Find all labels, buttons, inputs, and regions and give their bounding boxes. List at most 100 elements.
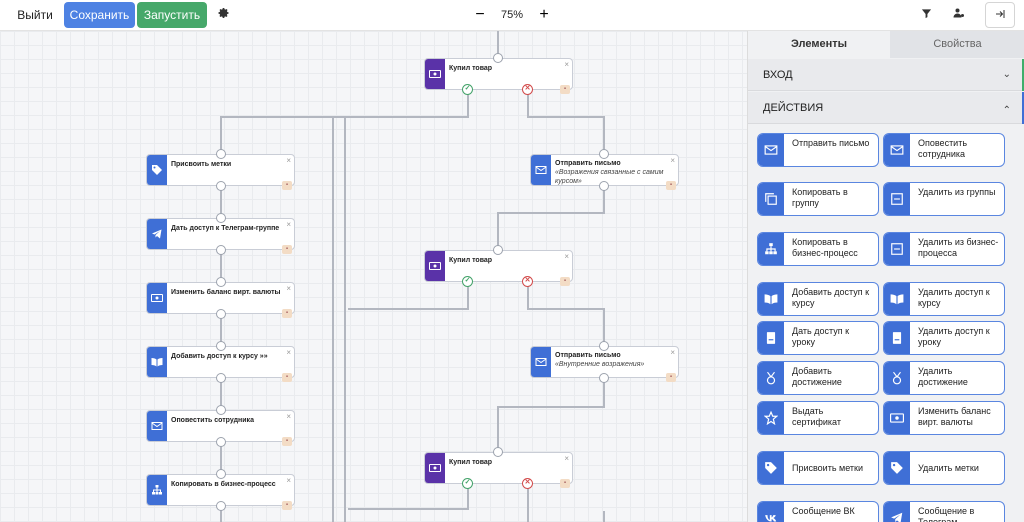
action-label: Отправить письмо xyxy=(792,138,870,148)
node-output-port[interactable] xyxy=(216,437,226,447)
action-remove-group[interactable]: Удалить из группы xyxy=(883,182,1005,216)
node-close-button[interactable]: × xyxy=(564,252,569,261)
node-output-port[interactable] xyxy=(599,181,609,191)
node-input-port[interactable] xyxy=(216,149,226,159)
action-add-course-access[interactable]: Добавить доступ к курсу xyxy=(757,282,879,316)
no-port[interactable]: ✕ xyxy=(522,84,533,95)
action-message-telegram[interactable]: Сообщение в Телеграм xyxy=(883,501,1005,522)
node-close-button[interactable]: × xyxy=(670,156,675,165)
tab-elements[interactable]: Элементы xyxy=(748,31,890,58)
node-close-button[interactable]: × xyxy=(286,220,291,229)
action-message-vk[interactable]: Сообщение ВК xyxy=(757,501,879,522)
comment-icon[interactable]: ▪ xyxy=(560,277,570,286)
zoom-out-button[interactable]: − xyxy=(469,2,491,28)
section-entry[interactable]: ВХОД ⌄ xyxy=(748,59,1024,91)
filter-button[interactable] xyxy=(913,2,939,28)
comment-icon[interactable]: ▪ xyxy=(666,373,676,382)
node-output-port[interactable] xyxy=(216,373,226,383)
node-close-button[interactable]: × xyxy=(286,476,291,485)
action-give-lesson-access[interactable]: Дать доступ к уроку xyxy=(757,321,879,355)
comment-icon[interactable]: ▪ xyxy=(282,181,292,190)
comment-icon[interactable]: ▪ xyxy=(282,245,292,254)
node-add-course-access[interactable]: Добавить доступ к курсу »» × ▪ xyxy=(146,346,295,382)
node-bought-product-2[interactable]: Купил товар × ▪ xyxy=(424,250,573,286)
action-issue-certificate[interactable]: Выдать сертификат xyxy=(757,401,879,435)
node-input-port[interactable] xyxy=(216,405,226,415)
node-send-letter-internal[interactable]: Отправить письмо «Внутренние возражения»… xyxy=(530,346,679,382)
flow-canvas[interactable]: Купил товар × ▪ ✓ ✕ Присвоить метки × ▪ … xyxy=(0,31,747,522)
action-remove-business-process[interactable]: Удалить из бизнес-процесса xyxy=(883,232,1005,266)
node-input-port[interactable] xyxy=(216,213,226,223)
comment-icon[interactable]: ▪ xyxy=(282,437,292,446)
node-output-port[interactable] xyxy=(216,245,226,255)
action-label: Выдать сертификат xyxy=(792,406,841,427)
node-output-port[interactable] xyxy=(599,373,609,383)
node-telegram-access[interactable]: Дать доступ к Телеграм-группе × ▪ xyxy=(146,218,295,254)
action-remove-course-access[interactable]: Удалить доступ к курсу xyxy=(883,282,1005,316)
telegram-icon xyxy=(884,502,910,522)
yes-port[interactable]: ✓ xyxy=(462,84,473,95)
node-input-port[interactable] xyxy=(493,53,503,63)
lesson-icon xyxy=(884,322,910,354)
zoom-in-button[interactable]: + xyxy=(533,2,555,28)
action-remove-lesson-access[interactable]: Удалить доступ к уроку xyxy=(883,321,1005,355)
node-output-port[interactable] xyxy=(216,501,226,511)
user-gear-icon xyxy=(953,8,964,18)
node-input-port[interactable] xyxy=(493,447,503,457)
yes-port[interactable]: ✓ xyxy=(462,276,473,287)
node-copy-business-process[interactable]: Копировать в бизнес-процесс × ▪ xyxy=(146,474,295,510)
action-copy-group[interactable]: Копировать в группу xyxy=(757,182,879,216)
collapse-panel-button[interactable] xyxy=(985,2,1015,28)
action-assign-tags[interactable]: Присвоить метки xyxy=(757,451,879,485)
action-add-achievement[interactable]: Добавить достижение xyxy=(757,361,879,395)
settings-button[interactable] xyxy=(212,2,236,28)
node-input-port[interactable] xyxy=(599,341,609,351)
action-label: Удалить метки xyxy=(918,463,979,473)
node-close-button[interactable]: × xyxy=(286,284,291,293)
comment-icon[interactable]: ▪ xyxy=(666,181,676,190)
save-button[interactable]: Сохранить xyxy=(64,2,135,28)
action-remove-achievement[interactable]: Удалить достижение xyxy=(883,361,1005,395)
run-button[interactable]: Запустить xyxy=(137,2,207,28)
action-notify-staff[interactable]: Оповестить сотрудника xyxy=(883,133,1005,167)
tag-icon xyxy=(758,452,784,484)
sign-out-icon xyxy=(996,10,1005,18)
node-input-port[interactable] xyxy=(216,341,226,351)
node-close-button[interactable]: × xyxy=(286,156,291,165)
minus-box-icon xyxy=(884,183,910,215)
node-output-port[interactable] xyxy=(216,181,226,191)
node-close-button[interactable]: × xyxy=(286,348,291,357)
action-change-balance[interactable]: Изменить баланс вирт. валюты xyxy=(883,401,1005,435)
comment-icon[interactable]: ▪ xyxy=(282,501,292,510)
connections xyxy=(220,31,605,522)
action-remove-tags[interactable]: Удалить метки xyxy=(883,451,1005,485)
comment-icon[interactable]: ▪ xyxy=(560,479,570,488)
comment-icon[interactable]: ▪ xyxy=(560,85,570,94)
users-settings-button[interactable] xyxy=(946,2,972,28)
node-close-button[interactable]: × xyxy=(286,412,291,421)
exit-button[interactable]: Выйти xyxy=(8,2,62,28)
node-input-port[interactable] xyxy=(493,245,503,255)
section-actions[interactable]: ДЕЙСТВИЯ ⌃ xyxy=(748,92,1024,124)
comment-icon[interactable]: ▪ xyxy=(282,309,292,318)
node-output-port[interactable] xyxy=(216,309,226,319)
node-bought-product[interactable]: Купил товар × ▪ xyxy=(424,58,573,94)
medal-icon xyxy=(758,362,784,394)
tab-properties[interactable]: Свойства xyxy=(890,31,1024,58)
no-port[interactable]: ✕ xyxy=(522,478,533,489)
comment-icon[interactable]: ▪ xyxy=(282,373,292,382)
mail-icon xyxy=(531,155,551,185)
node-close-button[interactable]: × xyxy=(670,348,675,357)
money-icon xyxy=(425,453,445,483)
no-port[interactable]: ✕ xyxy=(522,276,533,287)
node-close-button[interactable]: × xyxy=(564,454,569,463)
node-input-port[interactable] xyxy=(599,149,609,159)
node-input-port[interactable] xyxy=(216,277,226,287)
action-copy-business-process[interactable]: Копировать в бизнес-процесс xyxy=(757,232,879,266)
yes-port[interactable]: ✓ xyxy=(462,478,473,489)
node-change-balance[interactable]: Изменить баланс вирт. валюты × ▪ xyxy=(146,282,295,318)
node-notify-staff[interactable]: Оповестить сотрудника × ▪ xyxy=(146,410,295,446)
action-send-letter[interactable]: Отправить письмо xyxy=(757,133,879,167)
node-close-button[interactable]: × xyxy=(564,60,569,69)
node-input-port[interactable] xyxy=(216,469,226,479)
